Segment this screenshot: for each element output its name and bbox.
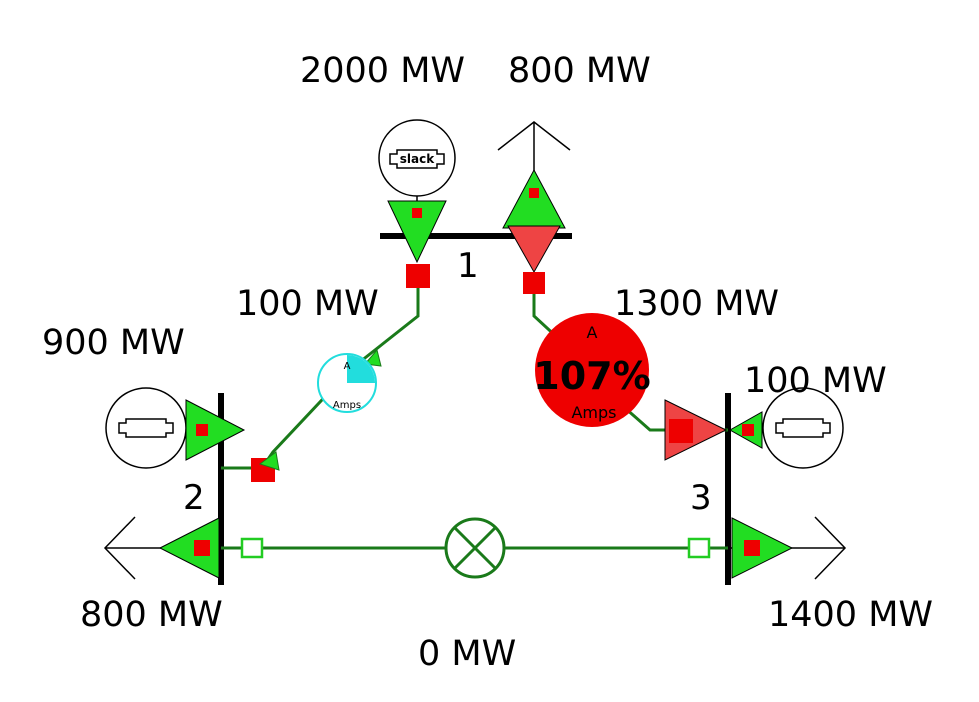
gen1-breaker[interactable]: [412, 208, 422, 218]
generator-symbol-1: [389, 149, 445, 169]
slack-label: slack: [400, 152, 435, 166]
line13-flow-arrow-bus3: [664, 399, 728, 461]
load3-mw-label: 1400 MW: [768, 595, 933, 635]
line12-flow-arrow-top: [364, 348, 382, 367]
bus-2-number: 2: [183, 478, 205, 518]
gen1-mw-label: 2000 MW: [300, 51, 465, 91]
gen2-mw-label: 900 MW: [42, 323, 185, 363]
load2-breaker[interactable]: [194, 540, 210, 556]
line13-mw-label: 1300 MW: [614, 284, 779, 324]
line13-gauge-unit: Amps: [571, 403, 616, 422]
line13-breaker-bus3[interactable]: [669, 419, 693, 443]
line23-mw-label: 0 MW: [418, 634, 516, 674]
load1-breaker[interactable]: [529, 188, 539, 198]
line13-gauge-letter: A: [587, 323, 598, 342]
line12-gauge-fill: [347, 355, 375, 383]
gen3-mw-label: 100 MW: [744, 361, 887, 401]
load2-mw-label: 800 MW: [80, 595, 223, 635]
line12-gauge-letter: A: [344, 361, 351, 372]
line13-flow-arrow-bus1: [507, 225, 561, 274]
bus-1-number: 1: [457, 246, 479, 286]
load3-arrow: [814, 516, 847, 580]
gen2-breaker[interactable]: [196, 424, 208, 436]
line13-gauge-percent: 107%: [533, 354, 650, 398]
load1-mw-label: 800 MW: [508, 51, 651, 91]
line12-flow-arrow-bottom: [258, 451, 280, 471]
line23-breaker-bus3[interactable]: [687, 537, 711, 559]
line12-mw-label: 100 MW: [236, 284, 379, 324]
load3-flow-arrow: [731, 517, 794, 579]
line12-gauge-unit: Amps: [333, 400, 361, 411]
line23-breaker-bus2[interactable]: [240, 537, 264, 559]
bus-3-number: 3: [690, 478, 712, 518]
load1-flow-arrow: [502, 168, 566, 229]
gen3-breaker[interactable]: [742, 424, 754, 436]
load2-arrow: [103, 516, 136, 580]
load1-arrow: [497, 121, 571, 151]
line13-breaker-bus1[interactable]: [523, 272, 545, 294]
load2-flow-arrow: [158, 517, 220, 579]
gen1-flow-arrow: [387, 200, 447, 264]
line13-amp-gauge[interactable]: [535, 313, 649, 427]
load3-breaker[interactable]: [744, 540, 760, 556]
gen2-flow-arrow: [185, 399, 246, 461]
generator-symbol-2: [118, 418, 174, 438]
generator-symbol-3: [775, 418, 831, 438]
line12-breaker-bus1[interactable]: [406, 264, 430, 288]
